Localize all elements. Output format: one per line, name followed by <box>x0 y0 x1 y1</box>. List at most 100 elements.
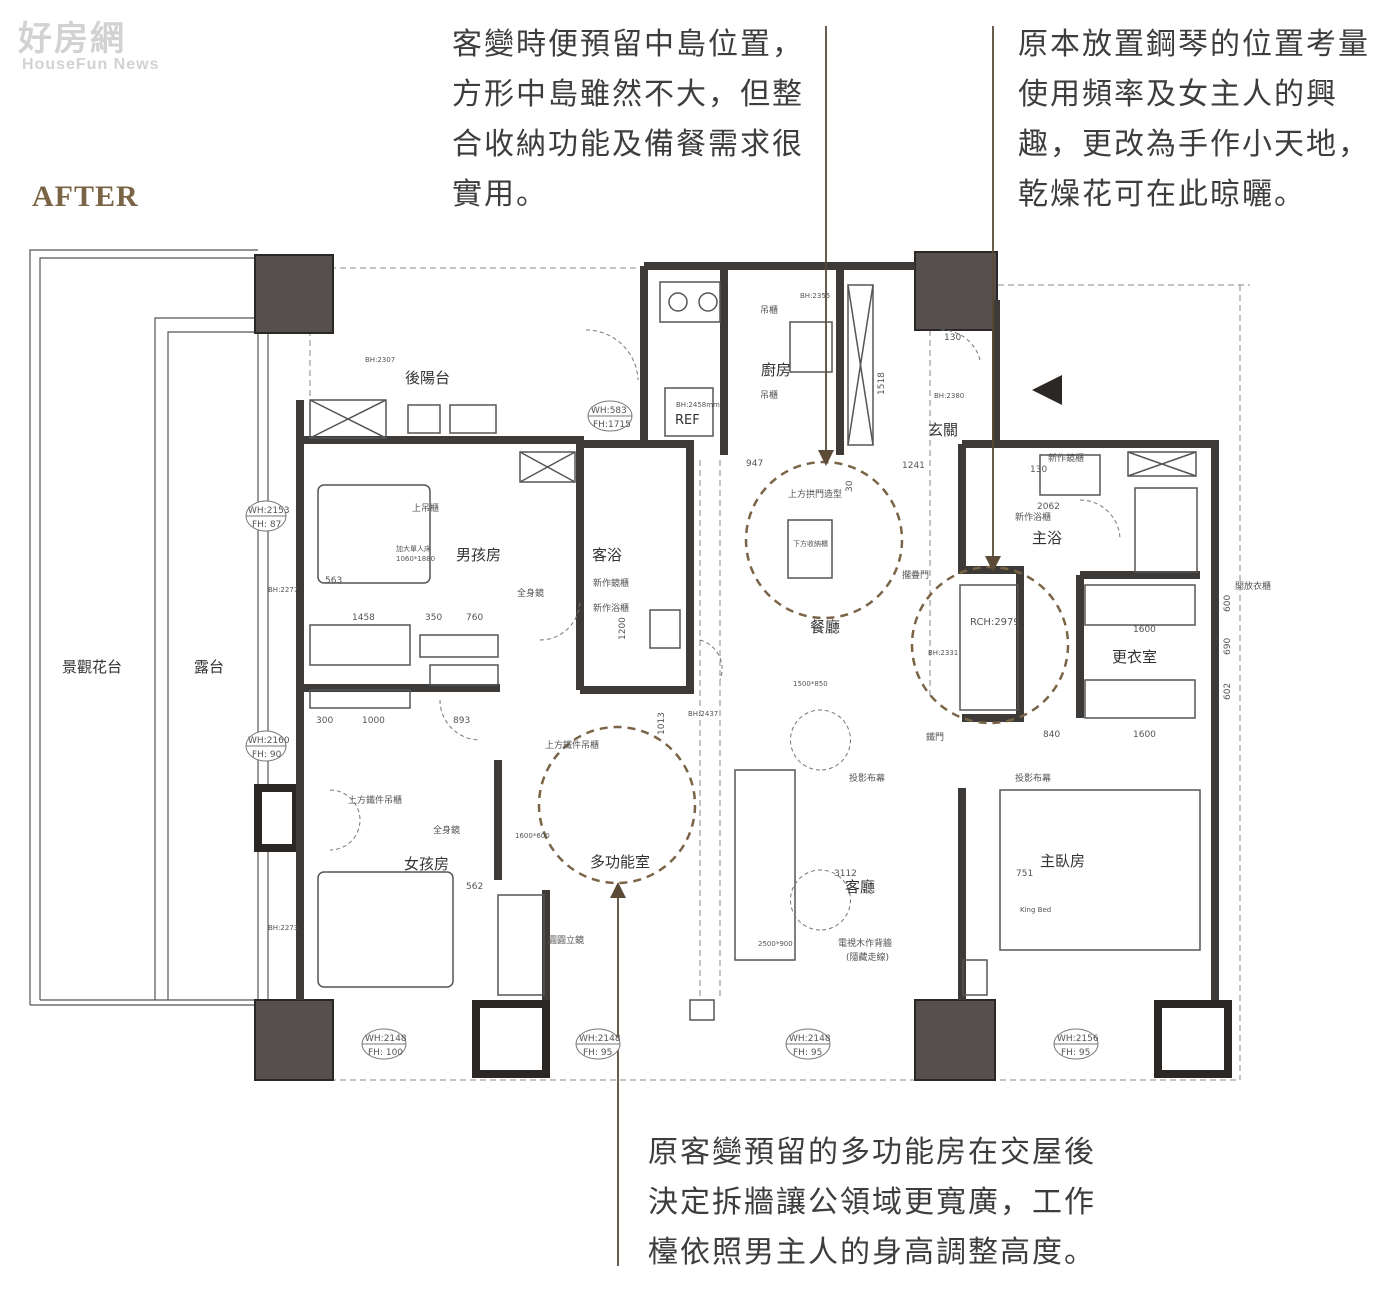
annotation: 投影布幕 <box>849 772 885 784</box>
room-terrace: 露台 <box>194 658 224 676</box>
window-wh: WH:2148 <box>579 1034 621 1044</box>
watermark-en: HouseFun News <box>22 56 160 73</box>
annotation: (隱藏走線) <box>846 951 889 963</box>
window-wh: WH:2148 <box>365 1034 407 1044</box>
dimension: 1518 <box>877 372 887 395</box>
annotation: 1500*850 <box>793 680 828 688</box>
annotation: 2500*900 <box>758 940 793 948</box>
annotation: 新作鏡櫃 <box>1048 452 1084 464</box>
callout-leaders <box>617 26 994 1266</box>
entrance-arrow-icon <box>1032 375 1062 405</box>
annotation: 圓圓立鏡 <box>548 934 584 946</box>
room-closet: 更衣室 <box>1112 648 1157 666</box>
dimension: 947 <box>746 459 763 469</box>
door-swings <box>329 329 1121 931</box>
height-label: BH:2437 <box>688 710 718 718</box>
dimension: 2062 <box>1037 502 1060 512</box>
dimension: 1600 <box>1133 625 1156 635</box>
room-boys: 男孩房 <box>456 546 501 564</box>
callout-circles <box>537 460 1070 885</box>
window-fh: FH: 95 <box>1061 1048 1090 1058</box>
room-master-bedroom: 主臥房 <box>1040 852 1085 870</box>
watermark-logo: 好房網 HouseFun News <box>18 22 238 74</box>
window-wh: WH:2153 <box>248 506 290 516</box>
annotation: 1600*600 <box>515 832 550 840</box>
annotation: 電視木作背牆 <box>838 937 892 949</box>
annotation: King Bed <box>1020 906 1051 914</box>
dimension: 300 <box>316 716 333 726</box>
note-line: 使用頻率及女主人的興 <box>1018 77 1338 112</box>
height-label: BH:2458mm <box>676 401 720 409</box>
window-fh: FH: 87 <box>252 520 281 530</box>
dimension: 563 <box>325 576 342 586</box>
callout-arrowheads <box>610 450 1001 898</box>
dimension: 562 <box>466 882 483 892</box>
structural-columns <box>254 251 998 1081</box>
annotation: 新作浴櫃 <box>1015 511 1051 523</box>
window-wh: WH:583 <box>591 406 627 416</box>
annotation: 下方收納櫃 <box>793 539 828 548</box>
annotation: 擱疊門 <box>902 569 929 581</box>
note-line: 趣，更改為手作小天地， <box>1018 127 1370 162</box>
window-fh: FH:1715 <box>593 420 631 430</box>
dimension: 1000 <box>362 716 385 726</box>
note-line: 檯依照男主人的身高調整高度。 <box>648 1235 1096 1270</box>
window-fh: FH: 95 <box>793 1048 822 1058</box>
dimension: 893 <box>453 716 470 726</box>
dimension: 751 <box>1016 869 1033 879</box>
room-kitchen: 廚房 <box>761 361 791 379</box>
window-fh: FH: 90 <box>252 750 282 760</box>
annotation: 鐵門 <box>926 731 944 743</box>
annotation: 上方鐵件吊櫃 <box>348 794 402 806</box>
room-dining: 餐廳 <box>810 618 840 636</box>
room-multi: 多功能室 <box>590 853 650 871</box>
dimension: 760 <box>466 613 483 623</box>
ceiling-heights: BH:2307 BH:2277 BH:2273 BH:2355 BH:2380 … <box>268 292 964 932</box>
window-tag: WH:2153 FH: 87 <box>245 500 290 532</box>
room-living: 客廳 <box>845 878 875 896</box>
note-craft-corner: 原本放置鋼琴的位置考量 使用頻率及女主人的興 趣，更改為手作小天地， 乾燥花可在… <box>1018 20 1370 220</box>
outer-dashed-line <box>270 267 1250 1081</box>
watermark-cn: 好房網 <box>18 19 126 59</box>
dimension: 130 <box>944 333 961 343</box>
dimension: 600 <box>1223 595 1233 612</box>
window-tag: WH:2148 FH: 95 <box>785 1028 831 1060</box>
annotation: 上吊櫃 <box>412 502 439 514</box>
annotation: 開放衣櫃 <box>1235 580 1271 592</box>
note-line: 決定拆牆讓公領域更寬廣，工作 <box>648 1185 1096 1220</box>
note-line: 實用。 <box>452 177 548 212</box>
dimension: 1013 <box>657 712 667 735</box>
walls <box>296 262 1219 1000</box>
window-tags: WH:583 FH:1715 WH:2153 FH: 87 WH:2160 FH… <box>245 400 1099 1060</box>
dimension: 1458 <box>352 613 375 623</box>
window-tag: WH:583 FH:1715 <box>587 400 633 432</box>
dimension: 30 <box>845 480 855 492</box>
annotation: 投影布幕 <box>1015 772 1051 784</box>
annotation: 吊櫃 <box>760 389 778 401</box>
window-tag: WH:2148 FH: 95 <box>575 1028 621 1060</box>
annotation: 1060*1880 <box>396 555 435 563</box>
ref-label: REF <box>675 413 700 428</box>
height-label: BH:2277 <box>268 586 298 594</box>
window-wh: WH:2148 <box>789 1034 831 1044</box>
interior-lines <box>309 281 1201 1021</box>
annotation: 加大單人床 <box>396 544 431 553</box>
note-line: 乾燥花可在此晾曬。 <box>1018 177 1306 212</box>
window-fh: FH: 95 <box>583 1048 612 1058</box>
annotations: REF 吊櫃 吊櫃 上吊櫃 全身鏡 全身鏡 新作鏡櫃 新作浴櫃 新作鏡櫃 新作浴… <box>348 304 1271 963</box>
window-tag: WH:2156 FH: 95 <box>1053 1028 1099 1060</box>
dimension: 1200 <box>618 617 628 640</box>
dimension: 3112 <box>834 869 857 879</box>
note-line: 原本放置鋼琴的位置考量 <box>1018 27 1370 62</box>
room-back-balcony: 後陽台 <box>405 369 450 387</box>
note-kitchen-island: 客變時便預留中島位置， 方形中島雖然不大，但整 合收納功能及備餐需求很 實用。 <box>452 20 804 220</box>
terrace-outline <box>29 249 269 1006</box>
window-tag: WH:2160 FH: 90 <box>245 730 290 762</box>
annotation: 全身鏡 <box>433 824 460 836</box>
annotation: 吊櫃 <box>760 304 778 316</box>
dimension: 1600 <box>1133 730 1156 740</box>
room-master-bath: 主浴 <box>1032 529 1062 547</box>
room-girls: 女孩房 <box>404 855 449 873</box>
height-label: BH:2355 <box>800 292 830 300</box>
window-wh: WH:2160 <box>248 736 290 746</box>
